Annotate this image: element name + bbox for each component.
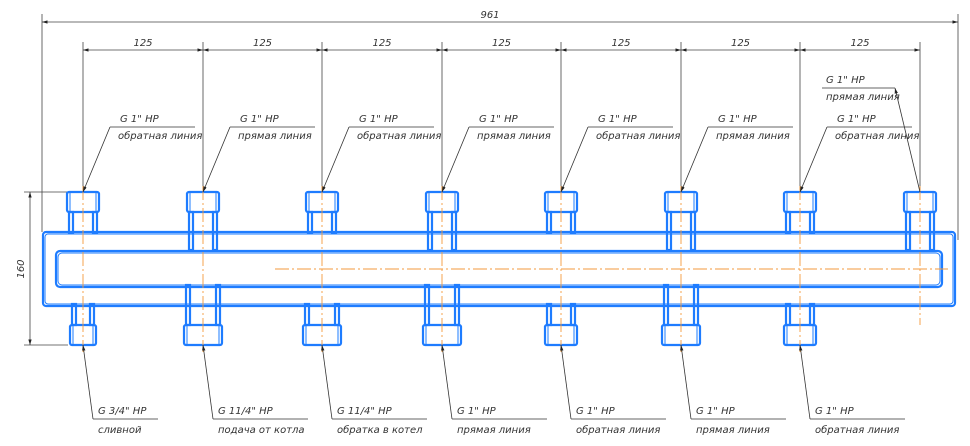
spacing-dimension-label: 125 — [492, 38, 511, 49]
bottom-callout: G 1" HP обратная линия — [560, 344, 666, 436]
spacing-dimension-label: 125 — [372, 38, 391, 49]
purpose-label: прямая линия — [826, 92, 900, 103]
height-dimension-label: 160 — [16, 259, 27, 278]
thread-label: G 3/4" HP — [98, 406, 147, 417]
overall-dimension-label: 961 — [480, 10, 499, 21]
purpose-label: обратная линия — [118, 130, 202, 142]
thread-label: G 1" HP — [359, 114, 399, 125]
body-outer-inner — [44, 233, 954, 305]
thread-label: G 1" HP — [696, 406, 736, 417]
purpose-label: прямая линия — [477, 131, 551, 142]
top-callout: G 1" HP обратная линия — [321, 114, 441, 193]
thread-label: G 11/4" HP — [337, 406, 393, 417]
bottom-callout: G 1" HP обратная линия — [799, 344, 905, 436]
thread-label: G 1" HP — [826, 75, 866, 86]
top-callout: G 1" HP обратная линия — [560, 114, 680, 193]
dimensions: 961 160 — [16, 10, 959, 346]
spacing-dimension-label: 125 — [611, 38, 630, 49]
purpose-label: прямая линия — [716, 131, 790, 142]
manifold-body — [41, 190, 957, 347]
top-callout: G 1" HP прямая линия — [822, 75, 921, 193]
thread-label: G 1" HP — [479, 114, 519, 125]
thread-label: G 11/4" HP — [218, 406, 274, 417]
thread-label: G 1" HP — [718, 114, 758, 125]
purpose-label: обратка в котел — [337, 424, 423, 436]
thread-label: G 1" HP — [815, 406, 855, 417]
bottom-callout: G 1" HP прямая линия — [680, 344, 786, 436]
purpose-label: подача от котла — [218, 425, 305, 436]
top-callout: G 1" HP обратная линия — [799, 114, 919, 193]
thread-label: G 1" HP — [576, 406, 616, 417]
purpose-label: прямая линия — [457, 425, 531, 436]
bottom-callout: G 11/4" HP обратка в котел — [321, 344, 427, 436]
top-callout: G 1" HP прямая линия — [202, 114, 315, 193]
purpose-label: обратная линия — [596, 130, 680, 142]
bottom-callout: G 1" HP прямая линия — [441, 344, 547, 436]
purpose-label: обратная линия — [357, 130, 441, 142]
thread-label: G 1" HP — [120, 114, 160, 125]
purpose-label: прямая линия — [696, 425, 770, 436]
body-outer — [41, 230, 957, 308]
top-callout: G 1" HP прямая линия — [680, 114, 793, 193]
bottom-callout: G 11/4" HP подача от котла — [202, 344, 308, 436]
purpose-label: обратная линия — [576, 424, 660, 436]
spacing-dimension-label: 125 — [133, 38, 152, 49]
purpose-label: обратная линия — [815, 424, 899, 436]
purpose-label: обратная линия — [835, 130, 919, 142]
top-callout: G 1" HP прямая линия — [441, 114, 554, 193]
purpose-label: прямая линия — [238, 131, 312, 142]
spacing-dimension-label: 125 — [850, 38, 869, 49]
top-callout: G 1" HP обратная линия — [82, 114, 202, 193]
thread-label: G 1" HP — [240, 114, 280, 125]
thread-label: G 1" HP — [457, 406, 497, 417]
thread-label: G 1" HP — [598, 114, 638, 125]
bottom-callout: G 3/4" HP сливной — [82, 344, 158, 436]
spacing-dimension-label: 125 — [731, 38, 750, 49]
spacing-dimension-label: 125 — [253, 38, 272, 49]
thread-label: G 1" HP — [837, 114, 877, 125]
purpose-label: сливной — [98, 425, 142, 436]
